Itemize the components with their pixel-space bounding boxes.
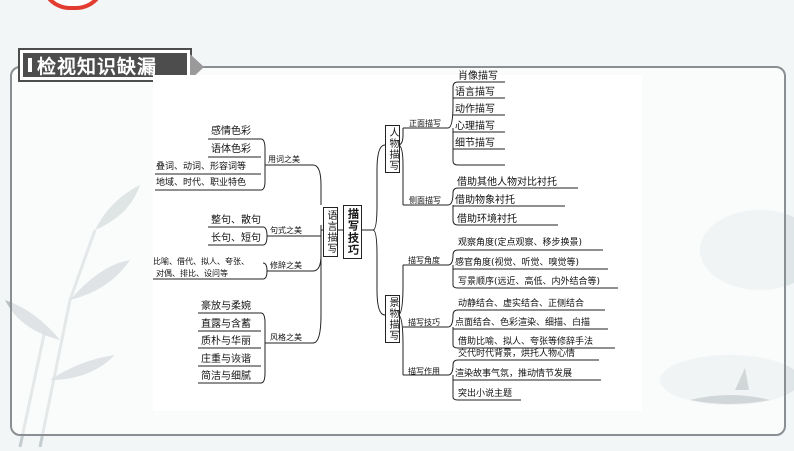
character-description-box: 人物描写 [385, 125, 400, 173]
node-item: 观察角度(定点观察、移步换景) [458, 238, 583, 248]
node-item: 借助其他人物对比衬托 [457, 177, 557, 188]
language-description-box: 语言描写 [323, 207, 338, 257]
scenery-description-box: 景物描写 [385, 295, 400, 343]
node-item: 豪放与柔婉 [201, 301, 251, 312]
node-item: 比喻、借代、拟人、夸张、 [153, 257, 249, 266]
branch-label: 描写技巧 [408, 318, 440, 327]
branch-label: 侧面描写 [409, 196, 441, 205]
node-item: 心理描写 [455, 121, 495, 132]
node-item: 突出小说主题 [458, 389, 513, 399]
node-item: 长句、短句 [211, 233, 261, 244]
node-item: 对偶、排比、设问等 [156, 269, 228, 278]
node-item: 肖像描写 [458, 71, 498, 82]
page-title: 检视知识缺漏 [37, 55, 158, 78]
node-item: 动作描写 [455, 104, 495, 115]
node-item: 借助物象衬托 [455, 195, 515, 206]
branch-label: 修辞之美 [270, 261, 302, 270]
node-item: 简洁与细腻 [201, 371, 251, 382]
node-item: 感情色彩 [211, 126, 251, 137]
central-topic-box: 描写技巧 [343, 205, 362, 259]
node-item: 叠词、动词、形容词等 [156, 162, 247, 172]
node-item: 感官角度(视觉、听觉、嗅觉等) [455, 258, 580, 268]
branch-label: 描写角度 [408, 256, 440, 265]
node-item: 渲染故事气氛，推动情节发展 [455, 369, 573, 379]
node-item: 质朴与华丽 [201, 336, 251, 347]
node-item: 点面结合、色彩渲染、细描、白描 [455, 318, 591, 328]
node-item: 整句、散句 [211, 215, 261, 226]
node-item: 借助比喻、拟人、夸张等修辞手法 [458, 337, 594, 347]
mind-map: 感情色彩 语体色彩 叠词、动词、形容词等 地域、时代、职业特色 用词之美 整句、… [153, 71, 642, 411]
branch-label: 句式之美 [270, 226, 302, 235]
node-item: 写景顺序(远近、高低、内外结合等) [458, 277, 601, 287]
node-item: 庄重与诙谐 [201, 354, 251, 365]
branch-label: 描写作用 [408, 367, 440, 376]
node-item: 交代时代背景，烘托人物心情 [458, 349, 576, 359]
node-item: 语体色彩 [211, 144, 251, 155]
branch-label: 用词之美 [268, 155, 300, 164]
branch-label: 风格之美 [270, 333, 302, 342]
node-item: 借助环境衬托 [457, 214, 517, 225]
node-item: 直露与含蓄 [201, 319, 251, 330]
branch-label: 正面描写 [409, 119, 441, 128]
mind-map-connectors [153, 81, 618, 401]
node-item: 语言描写 [455, 87, 495, 98]
node-item: 细节描写 [455, 138, 495, 149]
title-arrow-icon [190, 54, 204, 80]
node-item: 地域、时代、职业特色 [156, 178, 247, 188]
node-item: 动静结合、虚实结合、正侧结合 [458, 299, 585, 309]
